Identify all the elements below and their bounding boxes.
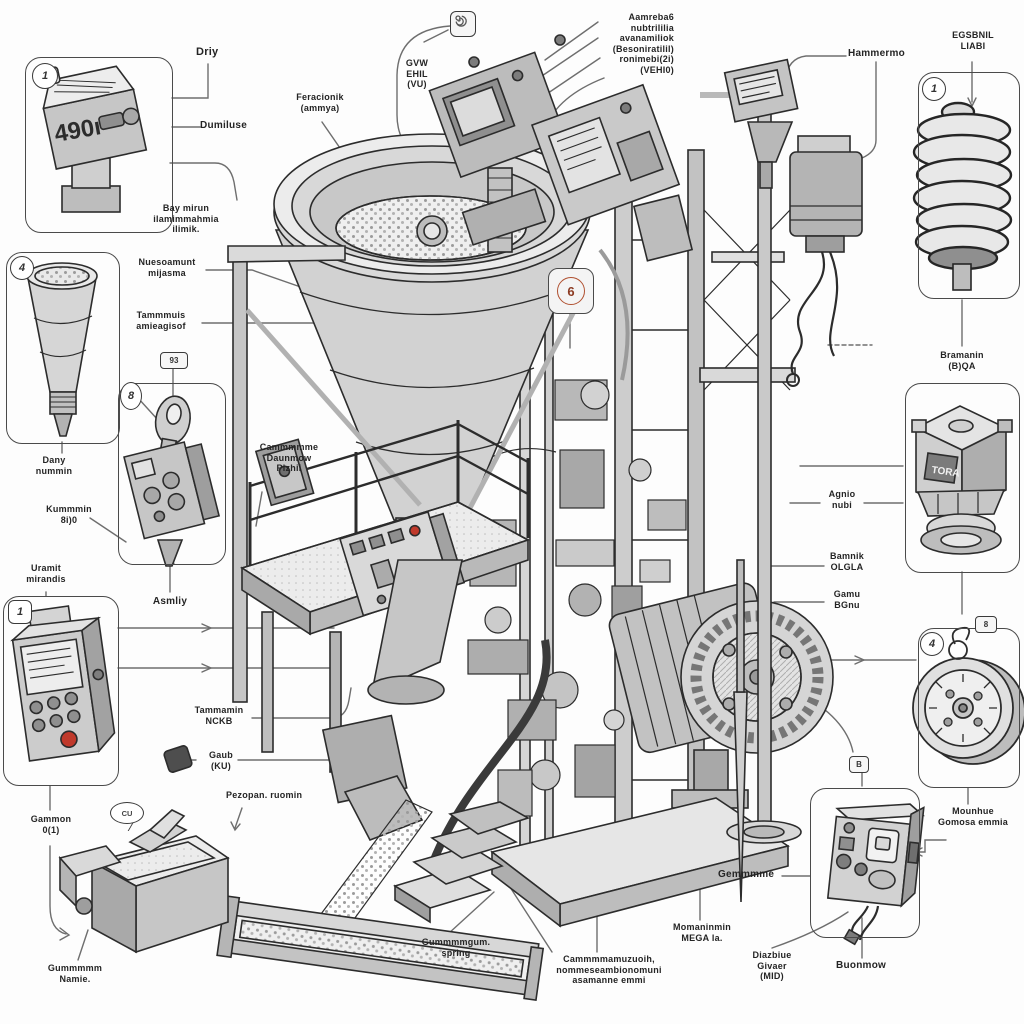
badge-motor-tag: B [849,756,869,773]
spiral-icon [450,11,476,37]
label-dumiluse: Dumiluse [200,120,248,131]
label-gvw: GVW EHIL (VU) [405,58,429,90]
label-gammon: Gammon 0(1) [30,814,72,835]
callout-box-controlbox [810,788,920,938]
discharge-chute [298,559,551,944]
conveyor-tray [216,894,545,1001]
callout-box-funnel [6,252,120,444]
label-gaub-ku: Gaub (KU) [208,750,233,771]
badge-vfd: 1 [8,600,32,624]
label-diazbiue: Diazbiue Givaer (MID) [752,950,792,982]
label-tammmuis: Tammmuis amieagisof [136,310,186,331]
tray-feeder [58,809,230,954]
label-bamnik-olgla: Bamnik OLGLA [829,551,864,572]
label-nuesoamunt: Nuesoamunt mijasma [138,257,196,278]
callout-box-key [118,383,226,565]
label-feracionik: Feracionik (ammya) [296,92,344,113]
label-pezopan: Pezopan. ruomin [226,790,303,800]
chip [163,745,193,773]
badge-counter: 1 [32,63,58,89]
label-mounhue: Mounhue Gomosa emmia [937,806,1009,827]
callout-box-cube [905,383,1020,573]
badge-key-tag: 93 [160,352,188,369]
gear-motor [608,582,834,809]
callout-box-spring [918,72,1020,299]
label-cammum-center: Cammmmamuzuoih, nommeseambionomuni asama… [556,954,662,986]
label-tammamin-nckb: Tammamin NCKB [194,705,244,726]
hopper [273,133,591,569]
cube-plate-label: TORA [931,465,960,480]
badge-gauge-tag: 8 [975,616,997,633]
wall-control-box [826,803,925,946]
cube-valve: TORA [911,405,1013,555]
solenoid-valves [723,58,863,387]
label-uramit: Uramit mirandis [26,563,66,584]
label-gamu-bgnu: Gamu BGnu [833,589,861,610]
label-agnio-nubi: Agnio nubi [828,489,856,510]
badge-spring: 1 [922,77,946,101]
key-device [123,395,221,567]
badge-hopper: 6 [548,268,594,314]
base [393,797,790,928]
machine [163,34,863,1001]
badge-gauge: 4 [920,632,944,656]
label-gemmmme: Gemmmme [718,869,775,880]
funnel-cup [26,262,98,437]
label-hammermo: Hammermo [848,48,906,59]
label-gummmmgum-spring: Gummmmgum. spring [421,937,491,958]
badge-funnel: 4 [10,256,34,280]
label-momanin-mega: Momaninmin MEGA la. [673,922,731,943]
badge-bubble-cu: CU [110,802,144,824]
label-dany-nummin: Dany nummin [35,455,73,476]
label-cammmmme: Cammmmme Daunmow Pizhii [259,442,319,474]
label-buonmow: Buonmow [836,960,887,971]
label-aamreids: Aamreba6 nubtrililia avanamiliok (Besoni… [612,12,674,76]
coil-spring [912,101,1013,291]
label-kummmin: Kummmin 8i)0 [46,504,92,525]
top-actuator [428,34,694,262]
vfd-panel [10,605,116,762]
badge-key-circle: 8 [120,382,142,410]
label-bramanin: Bramanin (B)QA [940,350,984,371]
label-asmliy: Asmliy [152,596,188,607]
label-essanil: EGSBNIL LIABI [952,30,994,51]
label-gummmmm-namie: Gummmmm Namie. [47,963,103,984]
label-driy: Driy [196,46,219,58]
callout-box-gauge [918,628,1020,788]
label-bay-mirun: Bay mirun ilamimmahmia ilimik. [153,203,219,235]
callout-box-vfd [3,596,119,786]
round-gauge [912,626,1024,765]
callout-box-counter [25,57,173,233]
